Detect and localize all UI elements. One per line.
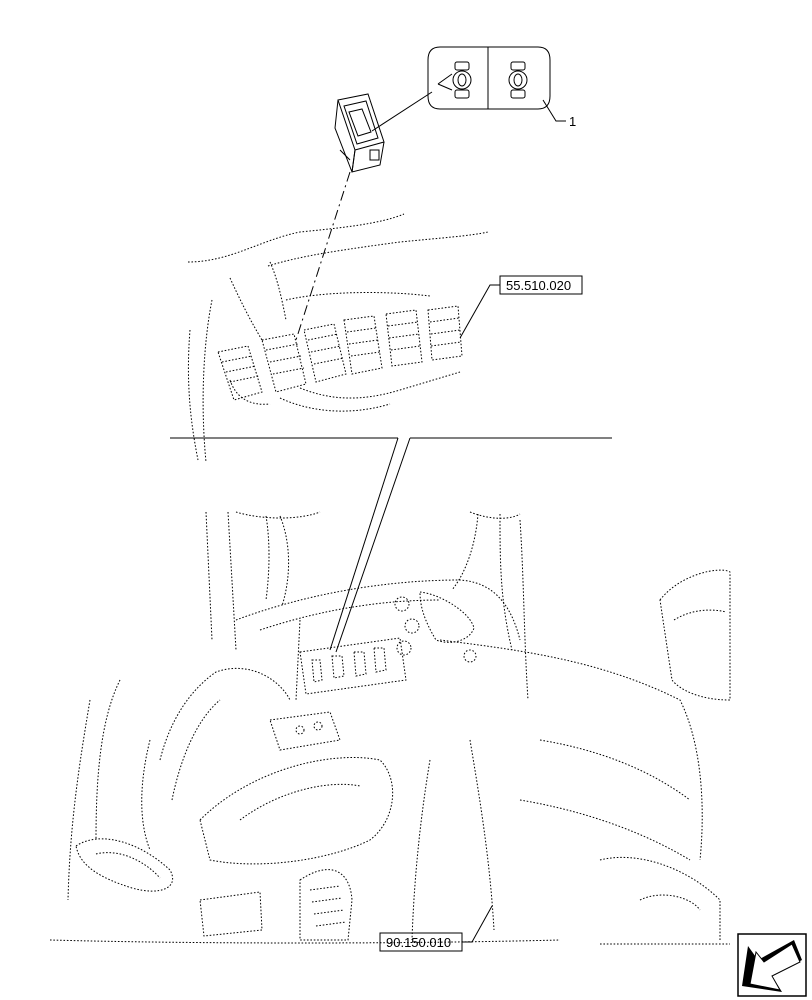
- ref-label-top: 55.510.020: [506, 278, 571, 293]
- switch-symbol-plate: [427, 46, 551, 110]
- callout-1: 1: [371, 91, 576, 132]
- detail-separator: [170, 437, 612, 653]
- switch-position-icon: [508, 61, 528, 99]
- switch-block: [343, 315, 383, 375]
- switch-block: [261, 333, 307, 393]
- switch-block: [427, 305, 463, 361]
- cab-interior: [49, 511, 731, 945]
- switch-bank-detail: [187, 213, 489, 463]
- arrow-down-left-icon[interactable]: [737, 933, 807, 997]
- switch-position-icon: [437, 61, 472, 99]
- switch-block: [217, 345, 263, 401]
- ref-90-150-010: 90.150.010: [379, 905, 493, 952]
- rocker-switch: [334, 93, 385, 173]
- ref-55-510-020: 55.510.020: [459, 275, 583, 339]
- callout-1-label: 1: [569, 114, 576, 129]
- ref-label-bottom: 90.150.010: [386, 935, 451, 950]
- switch-block: [303, 323, 347, 383]
- switch-block: [385, 309, 423, 367]
